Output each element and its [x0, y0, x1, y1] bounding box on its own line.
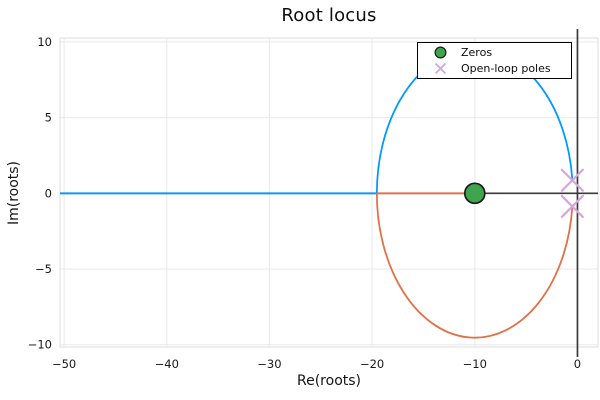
- lower-branch: [375, 192, 574, 339]
- chart-title: Root locus: [281, 5, 377, 26]
- legend-entry-zeros: Zeros: [418, 45, 571, 60]
- y-tick-label: −5: [35, 262, 52, 276]
- legend-label-poles: Open-loop poles: [461, 62, 551, 75]
- x-tick-label: −20: [360, 357, 384, 371]
- pole-marker-icon: [434, 62, 447, 75]
- x-tick-label: −10: [463, 357, 487, 371]
- x-tick-label: 0: [574, 357, 581, 371]
- x-axis-label: Re(roots): [297, 373, 361, 389]
- y-tick-label: 5: [45, 111, 52, 125]
- legend-label-zeros: Zeros: [461, 46, 493, 59]
- y-tick-label: 10: [37, 35, 52, 49]
- y-tick-label: −10: [28, 338, 52, 352]
- zero-marker: [463, 182, 486, 205]
- zero-marker-icon: [434, 46, 447, 59]
- pole-marker: [560, 168, 584, 192]
- x-tick-label: −40: [155, 357, 179, 371]
- legend-entry-poles: Open-loop poles: [418, 61, 571, 76]
- x-tick-label: −50: [52, 357, 76, 371]
- y-tick-label: 0: [45, 186, 52, 200]
- legend: Zeros Open-loop poles: [417, 42, 572, 79]
- pole-marker: [560, 194, 584, 219]
- y-axis-label: Im(roots): [6, 160, 22, 226]
- x-tick-label: −30: [257, 357, 281, 371]
